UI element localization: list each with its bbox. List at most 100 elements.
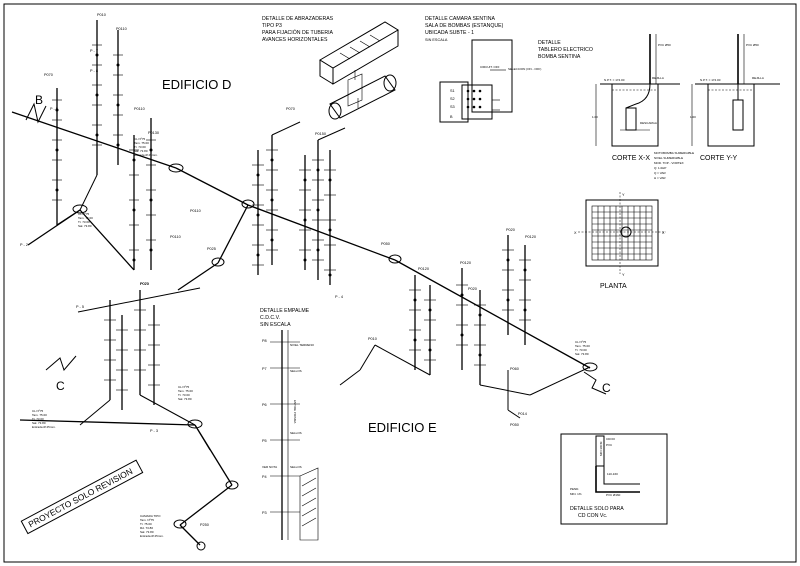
svg-text:SIN ESCALA: SIN ESCALA xyxy=(425,38,448,42)
svg-text:PEND.: PEND. xyxy=(570,487,579,491)
section-cut-b: B xyxy=(25,93,47,124)
label-p025: P025 xyxy=(207,247,216,251)
svg-text:Y: Y xyxy=(622,193,625,197)
cut-letter-c-east: C xyxy=(602,381,611,395)
svg-text:MOD. TOP - VORTEX: MOD. TOP - VORTEX xyxy=(654,161,684,165)
pump-spec: MOTOBOMBA SUMERGIBLE NIVEL SUMERGIBLE MO… xyxy=(654,151,694,180)
svg-text:PVC Ø50: PVC Ø50 xyxy=(658,43,671,47)
detail-clamps: DETALLE DE ABRAZADERAS TIPO P3 PARA FIJA… xyxy=(262,16,399,120)
svg-text:SALA DE BOMBAS (ESTANQUE): SALA DE BOMBAS (ESTANQUE) xyxy=(425,23,504,29)
svg-text:Q = VAR: Q = VAR xyxy=(654,171,667,175)
label-p7: P - 7 xyxy=(90,49,98,53)
label-p010-b: P010 xyxy=(368,337,377,341)
svg-text:MOTOBOMBA SUMERGIBLE: MOTOBOMBA SUMERGIBLE xyxy=(654,151,694,155)
svg-text:TABLERO ELECTRICO: TABLERO ELECTRICO xyxy=(538,47,593,53)
cut-letter-c-west: C xyxy=(56,379,65,393)
svg-text:ENTIRE PRISMA: ENTIRE PRISMA xyxy=(293,400,297,423)
svg-text:CL Nº75: CL Nº75 xyxy=(32,409,43,413)
label-p0120-c: P0120 xyxy=(460,261,471,265)
svg-text:Tam. 75.00: Tam. 75.00 xyxy=(575,344,590,348)
label-p5-b: P - 5 xyxy=(76,305,84,309)
svg-text:P3: P3 xyxy=(262,511,267,515)
svg-text:Tr. 75.00: Tr. 75.00 xyxy=(140,522,152,526)
svg-text:SELLOS: SELLOS xyxy=(290,431,302,435)
svg-text:Sal. 73.80: Sal. 73.80 xyxy=(178,397,192,401)
svg-text:Tr. 73.00: Tr. 73.00 xyxy=(134,145,146,149)
svg-text:DETALLE SOLO PARA: DETALLE SOLO PARA xyxy=(570,506,624,512)
svg-text:MIN. 1%: MIN. 1% xyxy=(570,492,582,496)
label-p0120: P0120 xyxy=(525,235,536,239)
svg-text:DESCARGA: DESCARGA xyxy=(640,121,657,125)
svg-text:S3: S3 xyxy=(450,105,455,109)
chamber-note-4: CL Nº75 Tam. 75.00 Tr. 73.00 Sal. 73.80 xyxy=(178,385,193,401)
svg-text:CORTE Y-Y: CORTE Y-Y xyxy=(700,155,738,162)
svg-text:PARA FIJACIÓN DE TUBERIA: PARA FIJACIÓN DE TUBERIA xyxy=(262,29,334,36)
detail-joint: DETALLE EMPALME C.D.C.V. SIN ESCALA P8 P… xyxy=(260,308,319,541)
label-p250: P250 xyxy=(200,523,209,527)
label-p050: P050 xyxy=(381,242,390,246)
label-p020-b: P020 xyxy=(506,228,515,232)
svg-text:P8: P8 xyxy=(262,339,267,343)
svg-text:X: X xyxy=(662,231,665,235)
svg-text:H = VAR: H = VAR xyxy=(654,176,666,180)
svg-text:PVC Ø50: PVC Ø50 xyxy=(746,43,759,47)
label-p4: P - 4 xyxy=(335,295,343,299)
svg-text:1.00: 1.00 xyxy=(592,115,598,119)
label-p070-b: P070 xyxy=(286,107,295,111)
chamber-note-1: CL Nº75 Tam. 75.00 Tr. 73.00 Sal. 73.80 … xyxy=(134,137,158,157)
label-p0120-b: P0120 xyxy=(418,267,429,271)
svg-text:PVC: PVC xyxy=(606,443,613,447)
svg-text:CIRCUIT. OFF: CIRCUIT. OFF xyxy=(480,65,500,69)
svg-text:P6: P6 xyxy=(262,403,267,407)
riser-group-central xyxy=(175,121,396,291)
svg-text:Rd. 73.80: Rd. 73.80 xyxy=(140,526,153,530)
svg-text:1.00: 1.00 xyxy=(690,115,696,119)
svg-text:DETALLE CAMARA SENTINA: DETALLE CAMARA SENTINA xyxy=(425,16,495,22)
chamber-note-6: CAMARA TIPO Tam. Nº75 Tr. 75.00 Rd. 73.8… xyxy=(140,514,164,538)
svg-text:DETALLE DE ABRAZADERAS: DETALLE DE ABRAZADERAS xyxy=(262,16,334,22)
svg-text:CL Nº75: CL Nº75 xyxy=(178,385,189,389)
svg-text:Tam. 75.00: Tam. 75.00 xyxy=(78,216,93,220)
manhole-cl-2 xyxy=(168,163,184,173)
svg-text:B: B xyxy=(450,115,453,119)
riser-group-southwest xyxy=(19,287,239,551)
svg-text:BOMBA SENTINA: BOMBA SENTINA xyxy=(538,54,581,60)
svg-text:PVC Ø160: PVC Ø160 xyxy=(606,493,621,497)
svg-text:SIN ESCALA: SIN ESCALA xyxy=(260,322,291,328)
svg-text:110-160: 110-160 xyxy=(607,472,618,476)
svg-text:Sal. 73.80: Sal. 73.80 xyxy=(575,352,589,356)
svg-text:Tr. 73.00: Tr. 73.00 xyxy=(178,393,190,397)
label-p0150: P0150 xyxy=(315,132,326,136)
svg-text:Tam. 75.00: Tam. 75.00 xyxy=(32,413,47,417)
label-p020-c: P020 xyxy=(468,287,477,291)
building-title-d: EDIFICIO D xyxy=(162,77,231,92)
svg-text:CD CON Vc.: CD CON Vc. xyxy=(578,513,607,519)
svg-text:REJILLA: REJILLA xyxy=(752,76,764,80)
label-p010-top: P010 xyxy=(97,13,106,17)
detail-electric-board: DETALLE TABLERO ELECTRICO BOMBA SENTINA xyxy=(538,40,593,60)
label-p2: P - 2 xyxy=(20,243,28,247)
label-p8: P - 8 xyxy=(90,69,98,73)
label-p060: P060 xyxy=(510,367,519,371)
svg-text:Sal. 73.80: Sal. 73.80 xyxy=(78,224,92,228)
svg-text:Entrada Ø 25mm.: Entrada Ø 25mm. xyxy=(140,534,164,538)
detail-cdo: MIN 30CM CDOO PVC 110-160 PEND. MIN. 1% … xyxy=(560,433,668,525)
svg-text:Entrada Ø 25mm.: Entrada Ø 25mm. xyxy=(134,153,158,157)
svg-text:TIPO P3: TIPO P3 xyxy=(262,23,282,29)
label-p0110-d: P0110 xyxy=(170,235,181,239)
chamber-note-2: CL Nº75 Tam. 75.00 Tr. 73.00 Sal. 73.80 xyxy=(78,212,93,228)
svg-text:Tam. Nº75: Tam. Nº75 xyxy=(140,518,154,522)
svg-text:NIVEL SUMERGIBLE: NIVEL SUMERGIBLE xyxy=(654,156,683,160)
svg-text:SELECCION (ON - OFF): SELECCION (ON - OFF) xyxy=(508,67,541,71)
svg-text:Y: Y xyxy=(622,273,625,277)
section-cut-c-east: C xyxy=(583,371,611,395)
svg-text:UBICADA SUBTE - 1: UBICADA SUBTE - 1 xyxy=(425,30,474,36)
svg-text:Q: 1.0HP: Q: 1.0HP xyxy=(654,166,666,170)
label-p050-b: P050 xyxy=(510,423,519,427)
svg-text:NIVEL TERRENO: NIVEL TERRENO xyxy=(290,343,315,347)
label-p0110-c: P0110 xyxy=(190,209,201,213)
svg-text:Sal. 73.80: Sal. 73.80 xyxy=(140,530,154,534)
svg-text:Tr. 73.00: Tr. 73.00 xyxy=(575,348,587,352)
label-p020-a: P020 xyxy=(140,282,149,286)
svg-text:S1: S1 xyxy=(450,89,455,93)
